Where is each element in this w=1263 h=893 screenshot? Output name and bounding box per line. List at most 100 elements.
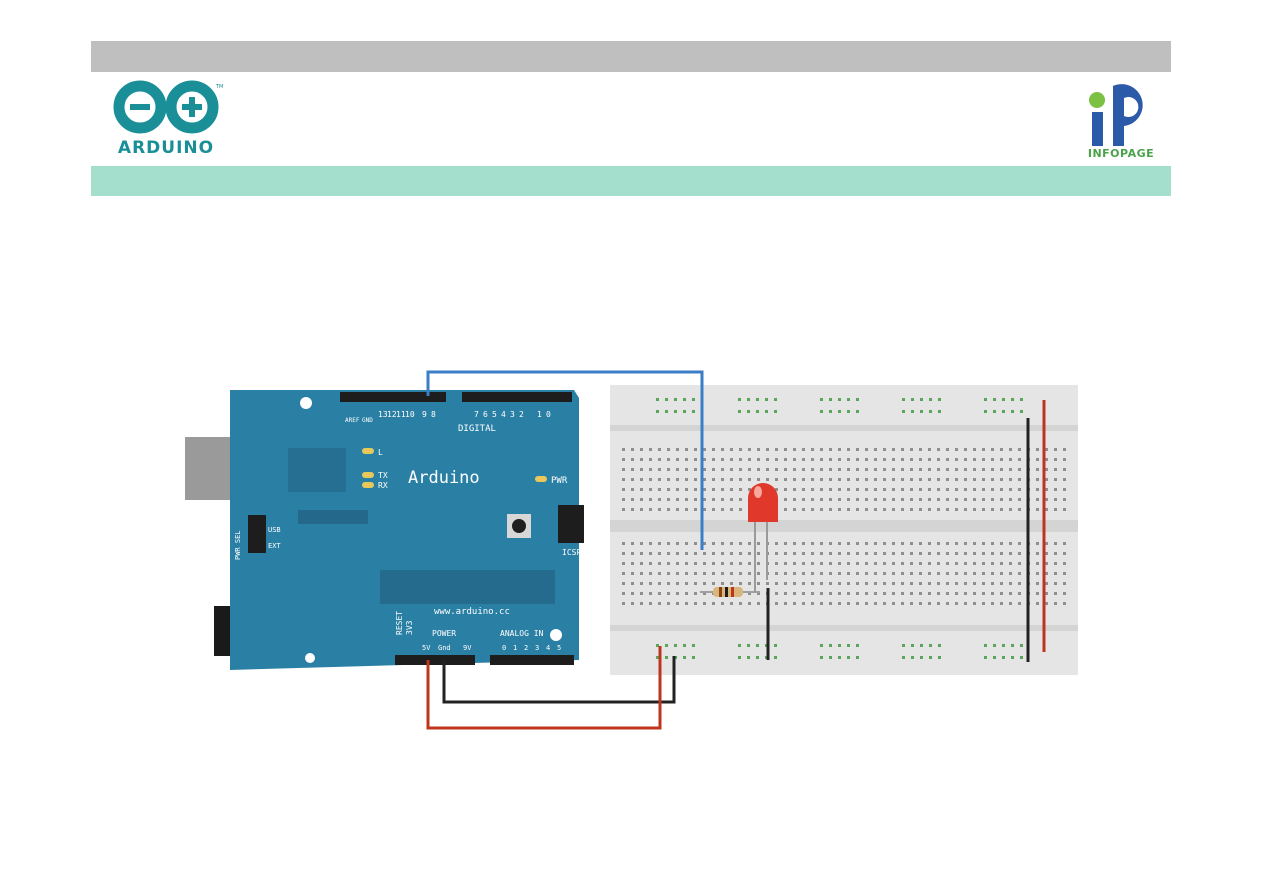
pwr-led <box>535 476 547 482</box>
breadboard-hole <box>685 448 688 451</box>
breadboard-hole <box>1000 542 1003 545</box>
breadboard-hole <box>775 572 778 575</box>
breadboard-hole <box>622 478 625 481</box>
breadboard-hole <box>1000 602 1003 605</box>
breadboard-hole <box>993 656 996 659</box>
breadboard-hole <box>1020 398 1023 401</box>
breadboard-hole <box>1000 592 1003 595</box>
breadboard-hole <box>1054 572 1057 575</box>
breadboard-hole <box>973 458 976 461</box>
pwr-label: PWR <box>551 476 568 486</box>
breadboard-hole <box>838 656 841 659</box>
analog-pin-label: 0 <box>502 644 506 652</box>
breadboard-hole <box>640 562 643 565</box>
breadboard-hole <box>820 644 823 647</box>
breadboard-hole <box>703 592 706 595</box>
breadboard-hole <box>793 542 796 545</box>
breadboard-hole <box>649 542 652 545</box>
breadboard-hole <box>892 458 895 461</box>
breadboard-hole <box>656 410 659 413</box>
breadboard-hole <box>991 458 994 461</box>
breadboard-hole <box>847 656 850 659</box>
breadboard-hole <box>928 498 931 501</box>
breadboard-hole <box>838 488 841 491</box>
breadboard-hole <box>865 448 868 451</box>
breadboard-hole <box>685 592 688 595</box>
breadboard-hole <box>964 592 967 595</box>
breadboard-hole <box>775 562 778 565</box>
breadboard-hole <box>829 478 832 481</box>
gnd-pin-label: Gnd <box>438 644 451 652</box>
breadboard-hole <box>911 398 914 401</box>
breadboard-hole <box>622 458 625 461</box>
breadboard-hole <box>1009 582 1012 585</box>
breadboard-hole <box>1009 478 1012 481</box>
breadboard-hole <box>973 508 976 511</box>
breadboard-hole <box>802 488 805 491</box>
board-url: www.arduino.cc <box>434 607 510 617</box>
breadboard-hole <box>865 562 868 565</box>
breadboard-hole <box>730 468 733 471</box>
breadboard-hole <box>802 508 805 511</box>
breadboard-hole <box>665 656 668 659</box>
breadboard-hole <box>1009 468 1012 471</box>
breadboard-hole <box>766 448 769 451</box>
digital-pin-label: 8 <box>431 410 436 419</box>
breadboard-hole <box>919 448 922 451</box>
breadboard-hole <box>622 562 625 565</box>
breadboard-hole <box>856 542 859 545</box>
breadboard-hole <box>919 572 922 575</box>
breadboard-hole <box>892 552 895 555</box>
breadboard-hole <box>883 602 886 605</box>
breadboard-hole <box>892 478 895 481</box>
breadboard-hole <box>874 498 877 501</box>
breadboard-hole <box>928 592 931 595</box>
breadboard-hole <box>649 552 652 555</box>
breadboard-hole <box>802 458 805 461</box>
breadboard-hole <box>910 488 913 491</box>
breadboard-hole <box>820 468 823 471</box>
breadboard-hole <box>622 498 625 501</box>
breadboard-hole <box>622 488 625 491</box>
breadboard-hole <box>991 602 994 605</box>
breadboard-hole <box>911 410 914 413</box>
breadboard-hole <box>1018 488 1021 491</box>
breadboard-hole <box>982 572 985 575</box>
reset-button[interactable] <box>512 519 526 533</box>
breadboard-hole <box>712 552 715 555</box>
breadboard-hole <box>883 562 886 565</box>
breadboard-hole <box>883 448 886 451</box>
breadboard-hole <box>694 542 697 545</box>
breadboard-hole <box>1054 582 1057 585</box>
ext-label: EXT <box>268 542 281 550</box>
breadboard-hole <box>973 448 976 451</box>
breadboard-hole <box>1063 488 1066 491</box>
breadboard-hole <box>911 644 914 647</box>
breadboard-hole <box>658 542 661 545</box>
breadboard-hole <box>631 592 634 595</box>
led-highlight <box>754 486 762 498</box>
breadboard-hole <box>1000 582 1003 585</box>
board-name: Arduino <box>408 468 480 488</box>
breadboard-hole <box>1018 542 1021 545</box>
breadboard-hole <box>910 448 913 451</box>
breadboard-hole <box>838 552 841 555</box>
breadboard-hole <box>883 542 886 545</box>
breadboard-hole <box>829 592 832 595</box>
breadboard-hole <box>928 478 931 481</box>
title-bar <box>91 166 1171 196</box>
breadboard-hole <box>667 478 670 481</box>
breadboard-hole <box>910 508 913 511</box>
breadboard-hole <box>1011 398 1014 401</box>
breadboard-hole <box>955 542 958 545</box>
breadboard-hole <box>928 572 931 575</box>
digital-pin-label: 7 <box>474 410 479 419</box>
breadboard-hole <box>937 498 940 501</box>
breadboard-hole <box>1054 562 1057 565</box>
breadboard-hole <box>856 398 859 401</box>
breadboard-hole <box>703 602 706 605</box>
breadboard-hole <box>622 582 625 585</box>
breadboard-hole <box>856 410 859 413</box>
breadboard-hole <box>982 552 985 555</box>
breadboard-hole <box>784 552 787 555</box>
